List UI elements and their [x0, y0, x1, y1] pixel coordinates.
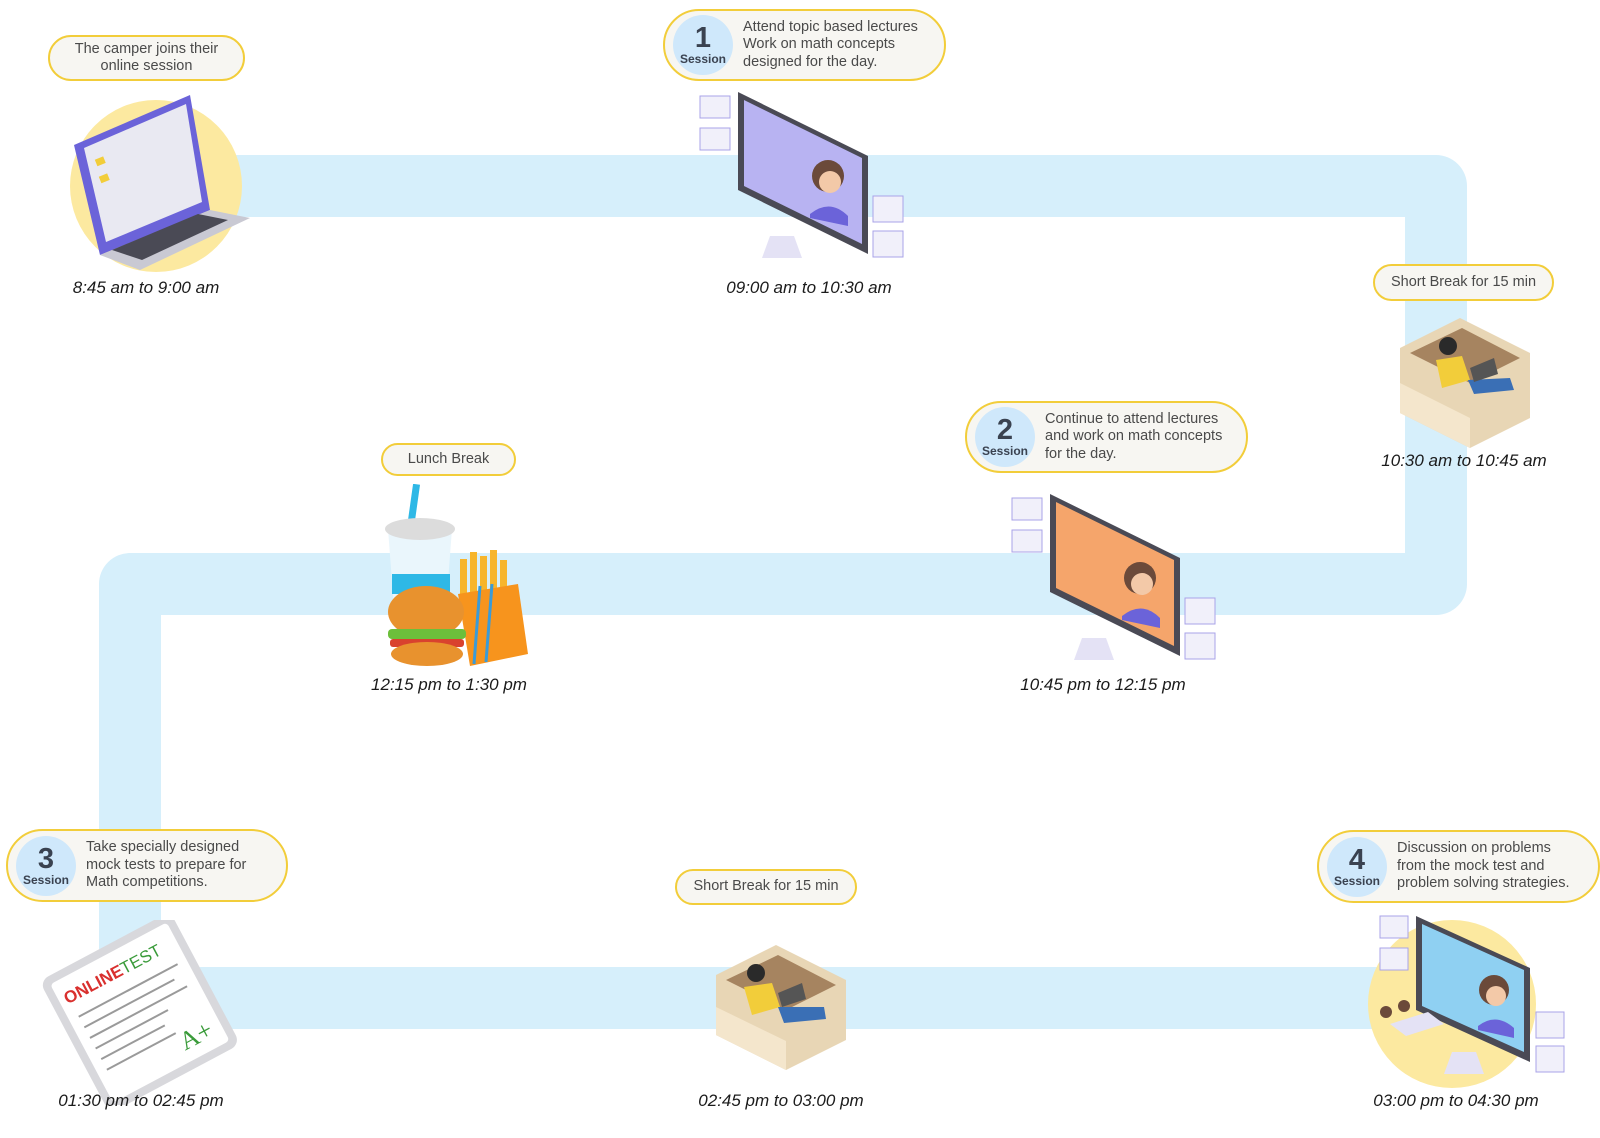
step-caption: Take specially designed mock tests to pr…	[86, 839, 247, 891]
step-caption: Discussion on problems from the mock tes…	[1397, 840, 1570, 892]
step-caption-bubble: The camper joins their online session	[48, 35, 245, 81]
session-badge: 3 Session	[16, 835, 76, 896]
session-bubble-3: 3 Session Take specially designed mock t…	[6, 829, 288, 902]
step-caption: Attend topic based lectures Work on math…	[743, 18, 918, 70]
session-badge: 1 Session	[673, 15, 733, 75]
session-label: Session	[1333, 873, 1381, 888]
step-caption: Lunch Break	[407, 450, 490, 467]
sofa-break-icon	[716, 945, 846, 1070]
step-time: 09:00 am to 10:30 am	[726, 278, 892, 297]
discussion-monitor-icon	[1368, 915, 1565, 1088]
step-time: 03:00 pm to 04:30 pm	[1373, 1091, 1539, 1110]
session-label: Session	[22, 872, 70, 887]
session-bubble-1: 1 Session Attend topic based lectures Wo…	[663, 9, 946, 81]
session-label: Session	[679, 52, 727, 66]
session-badge: 2 Session	[975, 407, 1035, 467]
step-time: 01:30 pm to 02:45 pm	[58, 1091, 224, 1110]
session-bubble-2: 2 Session Continue to attend lectures an…	[965, 401, 1248, 473]
step-caption: The camper joins their online session	[74, 40, 219, 75]
step-caption-bubble: Lunch Break	[381, 443, 516, 476]
sofa-break-icon	[1400, 318, 1530, 448]
session-number: 3	[37, 842, 55, 875]
step-time: 12:15 pm to 1:30 pm	[371, 675, 527, 694]
monitor-lecture-icon	[1011, 494, 1216, 660]
online-test-tablet-icon: ONLINE TEST A+	[42, 920, 237, 1105]
session-number: 1	[694, 22, 712, 54]
monitor-lecture-icon	[699, 92, 904, 258]
step-time: 8:45 am to 9:00 am	[72, 278, 220, 297]
session-number: 2	[996, 414, 1014, 446]
session-label: Session	[981, 444, 1029, 458]
step-time: 10:30 am to 10:45 am	[1381, 451, 1547, 470]
step-caption: Continue to attend lectures and work on …	[1045, 410, 1223, 462]
step-caption: Short Break for 15 min	[1390, 273, 1537, 290]
step-caption: Short Break for 15 min	[693, 878, 839, 895]
step-caption-bubble: Short Break for 15 min	[675, 869, 857, 905]
step-time: 02:45 pm to 03:00 pm	[698, 1091, 864, 1110]
session-bubble-4: 4 Session Discussion on problems from th…	[1317, 830, 1600, 903]
session-badge: 4 Session	[1327, 836, 1387, 897]
lunch-icon	[385, 484, 528, 666]
session-number: 4	[1348, 843, 1366, 876]
laptop-icon	[70, 95, 250, 272]
step-caption-bubble: Short Break for 15 min	[1373, 264, 1554, 301]
step-time: 10:45 pm to 12:15 pm	[1020, 675, 1186, 694]
